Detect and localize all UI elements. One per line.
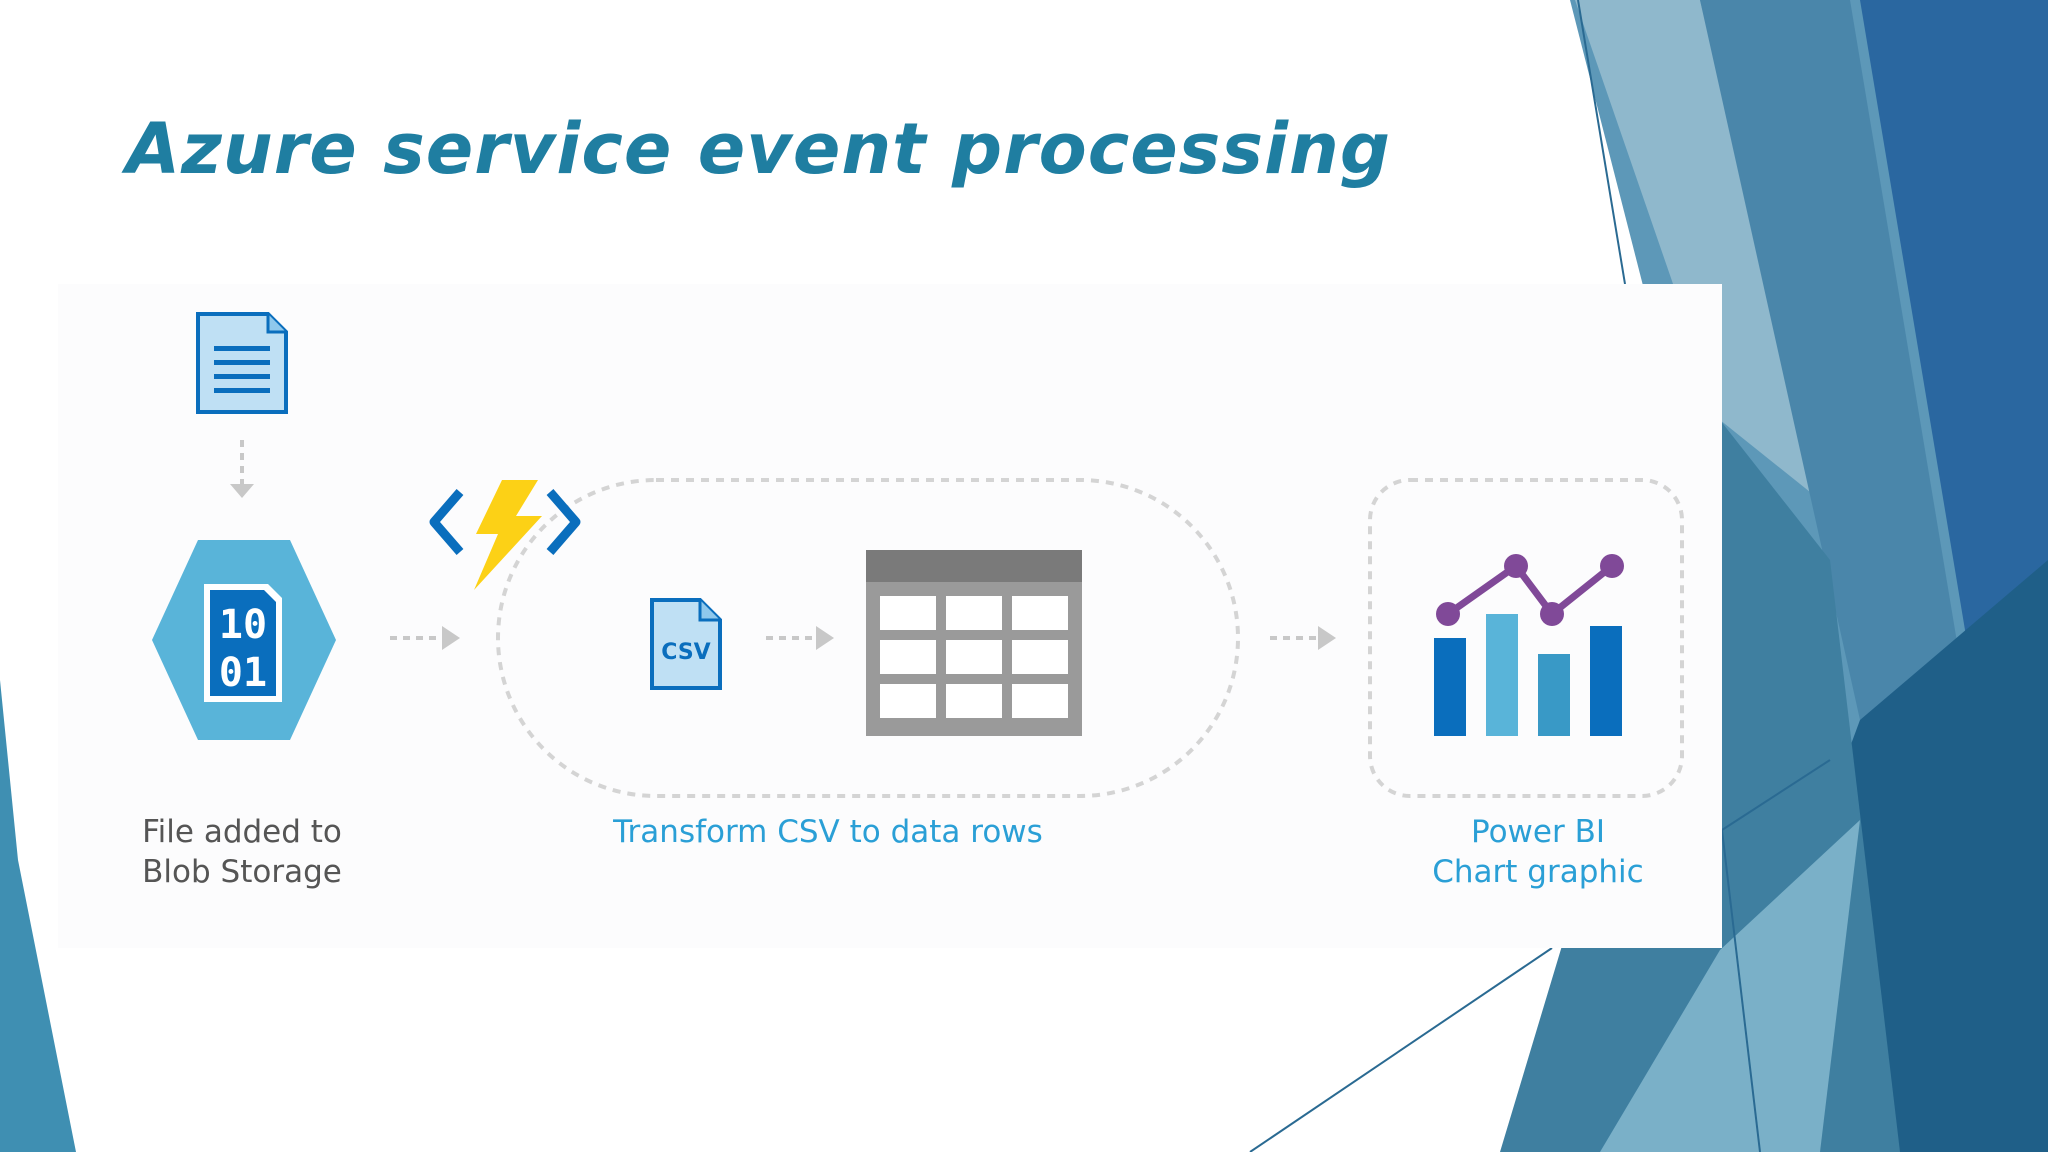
facet-mid xyxy=(1700,0,1960,720)
flow-diagram: 10 01 CSV xyxy=(152,312,1684,798)
blob-storage-icon: 10 01 xyxy=(152,540,336,740)
diagram-panel: 10 01 CSV xyxy=(58,284,1722,948)
arrow-right-icon xyxy=(390,626,460,650)
caption-power-bi: Power BI Chart graphic xyxy=(1368,812,1708,892)
caption-line: Transform CSV to data rows xyxy=(613,814,1043,850)
caption-line: Chart graphic xyxy=(1432,854,1644,890)
table-icon xyxy=(866,550,1082,736)
transform-container xyxy=(496,478,1240,798)
thin-line-2 xyxy=(1721,759,1831,831)
caption-line: Power BI xyxy=(1471,814,1605,850)
document-icon xyxy=(196,312,288,414)
facet-lower-light xyxy=(1600,820,1860,1152)
caption-transform: Transform CSV to data rows xyxy=(578,812,1078,852)
arrow-right-icon xyxy=(1270,626,1336,650)
thin-line-3 xyxy=(1249,947,1553,1152)
binary-top-text: 10 xyxy=(219,602,267,648)
azure-functions-icon xyxy=(429,480,581,590)
binary-bottom-text: 01 xyxy=(219,650,267,696)
csv-file-icon: CSV xyxy=(650,598,722,690)
powerbi-container xyxy=(1368,478,1684,798)
thin-line-1 xyxy=(1577,0,1626,285)
facet-left-edge xyxy=(0,680,76,1152)
arrow-right-icon xyxy=(766,626,834,650)
arrow-down-icon xyxy=(230,440,254,498)
facet-light-upper xyxy=(1575,0,1820,500)
thin-line-4 xyxy=(1721,829,1761,1152)
caption-line: File added to xyxy=(142,814,342,850)
caption-line: Blob Storage xyxy=(142,854,342,890)
csv-label: CSV xyxy=(661,640,710,665)
slide-title: Azure service event processing xyxy=(126,108,1391,190)
power-bi-chart-icon xyxy=(1434,554,1624,736)
caption-blob-storage: File added to Blob Storage xyxy=(98,812,386,892)
